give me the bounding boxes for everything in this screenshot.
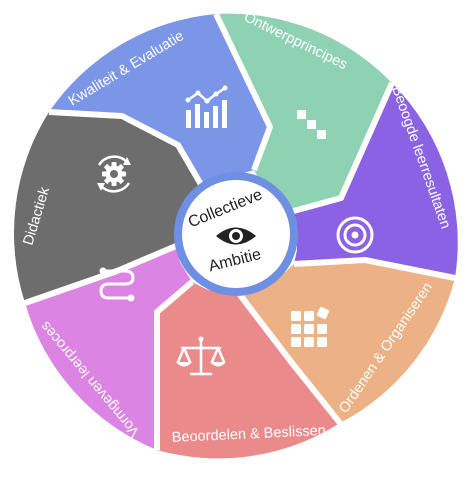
gear-cycle-icon xyxy=(97,155,131,193)
scales-icon xyxy=(176,336,226,376)
center-hub[interactable]: Collectieve Ambitie xyxy=(174,172,298,296)
segment-wedge-beoordelen-beslissen xyxy=(157,282,340,459)
segment-didactiek[interactable]: Didactiek xyxy=(13,112,206,303)
bar-chart-trend-icon xyxy=(185,85,228,128)
segment-wedge-ordenen-organiseren xyxy=(240,260,455,423)
segment-wedge-beoogde-leerresultaten xyxy=(290,83,458,278)
segment-wedge-kwaliteit-evaluatie xyxy=(49,14,270,193)
segment-kwaliteit-evaluatie[interactable]: Kwaliteit & Evaluatie xyxy=(49,14,270,193)
stairs-blocks-icon xyxy=(297,110,326,139)
segment-wedge-didactiek xyxy=(13,112,206,303)
segment-label: Beoordelen & Beslissen xyxy=(171,423,326,446)
segment-beoordelen-beslissen[interactable]: Beoordelen & Beslissen xyxy=(157,282,340,459)
path-route-icon xyxy=(99,267,135,302)
segment-vormgeven-leerproces[interactable]: Vormgeven leerproces xyxy=(25,246,192,450)
segment-dividers xyxy=(24,12,456,450)
eye-icon xyxy=(216,227,256,245)
tiles-grid-icon xyxy=(291,306,330,347)
segment-wedge-vormgeven-leerproces xyxy=(25,246,192,450)
target-icon xyxy=(336,216,374,254)
